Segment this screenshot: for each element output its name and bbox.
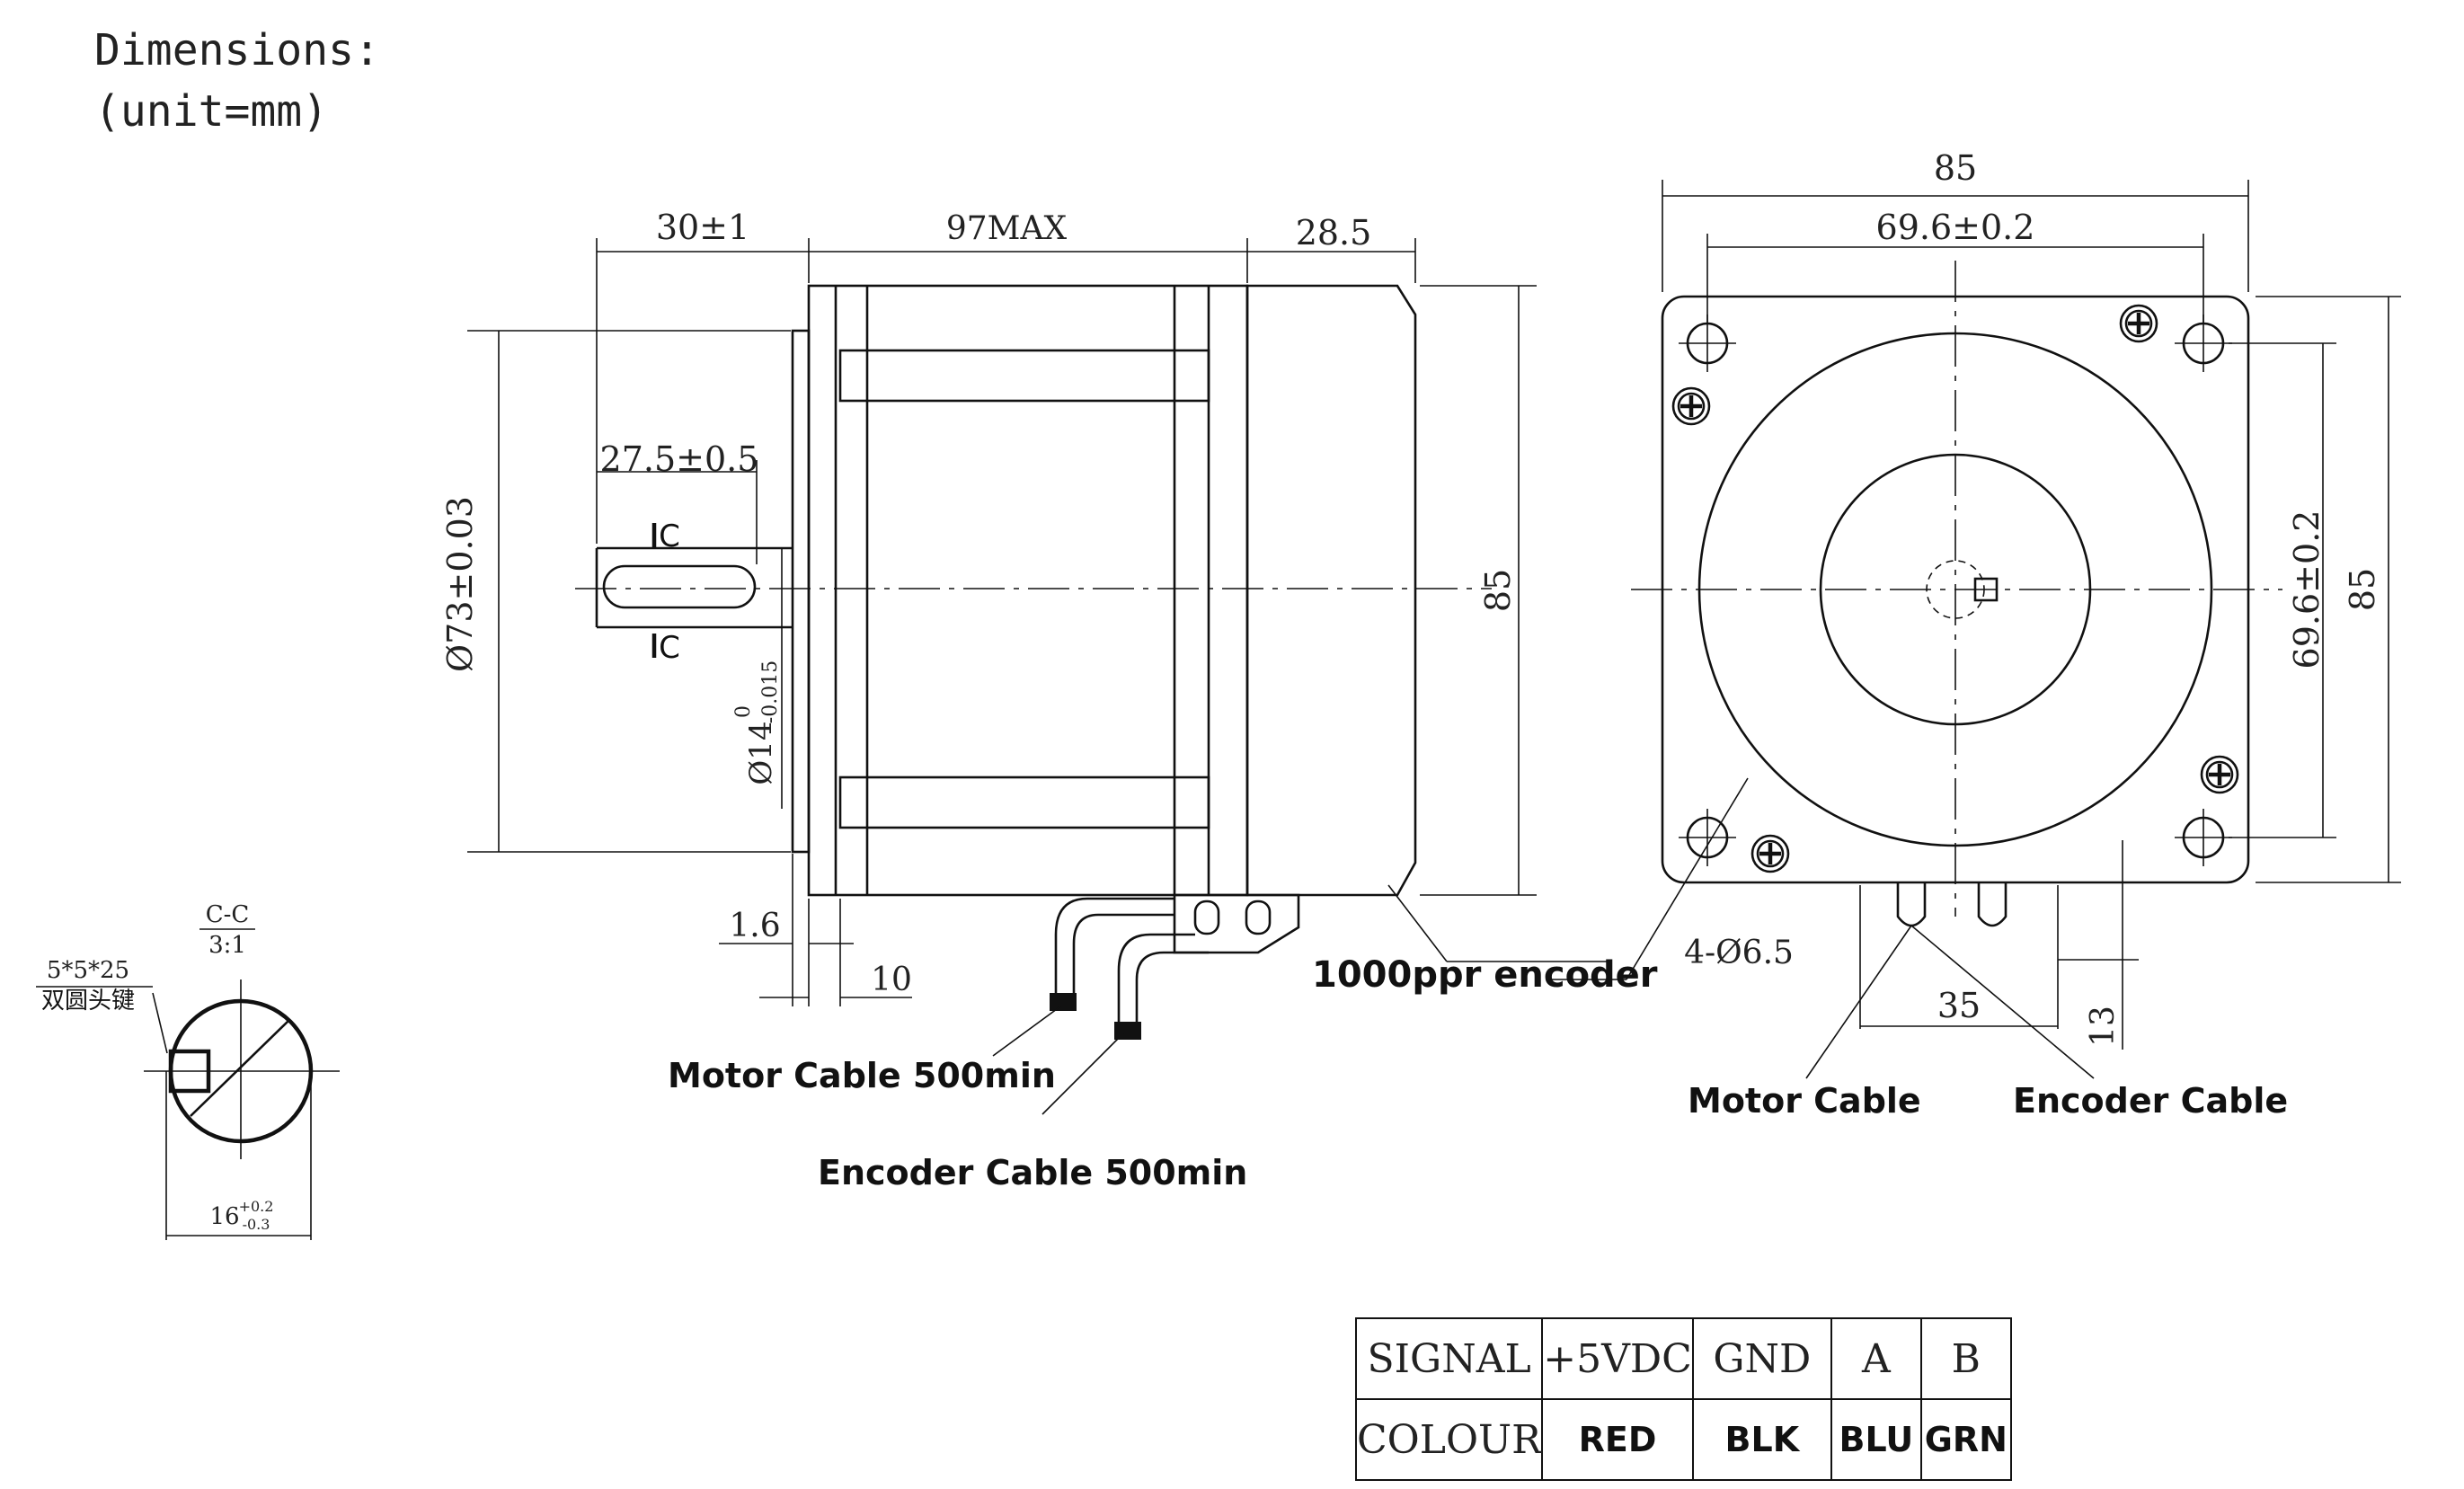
table-cell: B xyxy=(1919,1317,2012,1400)
key-description: 双圆头键 xyxy=(41,988,135,1015)
section-dim-tol-upper: +0.2 xyxy=(239,1198,274,1215)
table-cell: GRN xyxy=(1919,1398,2012,1481)
screw-icon xyxy=(1671,386,1711,426)
dim-key-length: 27.5±0.5 xyxy=(600,439,759,479)
dim-shaft-tol-lower: -0.015 xyxy=(759,660,782,723)
section-mark-bottom: C xyxy=(659,630,680,666)
dim-pilot: 10 xyxy=(871,962,912,998)
label-front-encoder-cable: Encoder Cable xyxy=(2013,1081,2288,1121)
dim-front-width: 85 xyxy=(1934,148,1977,188)
table-cell: BLU xyxy=(1830,1398,1922,1481)
section-dim-base: 16 xyxy=(209,1203,239,1230)
table-cell: BLK xyxy=(1691,1398,1832,1481)
table-cell: SIGNAL xyxy=(1354,1317,1544,1400)
screw-icon xyxy=(1751,834,1790,873)
dim-cable-offset: 13 xyxy=(2085,1006,2122,1047)
label-motor-cable-500: Motor Cable 500min xyxy=(668,1056,1056,1095)
dim-side-height: 85 xyxy=(1478,569,1518,612)
table-cell: GND xyxy=(1691,1317,1832,1400)
encoder-cable-drawing xyxy=(1117,933,1209,1024)
dim-flange-diameter: Ø73±0.03 xyxy=(440,496,480,672)
section-view: C-C 3:1 16 +0.2 -0.3 5*5*25 双圆头键 xyxy=(36,901,340,1240)
section-dim-tol-lower: -0.3 xyxy=(243,1216,270,1233)
header-title: Dimensions: xyxy=(94,25,380,75)
dim-flange-thickness: 1.6 xyxy=(729,908,780,944)
key-spec: 5*5*25 xyxy=(47,957,129,984)
encoder-housing xyxy=(1245,284,1417,897)
table-row: SIGNAL +5VDC GND A B xyxy=(1354,1317,2012,1400)
table-cell: COLOUR xyxy=(1354,1398,1544,1481)
screw-icon xyxy=(2200,755,2239,794)
section-title: C-C xyxy=(206,901,250,928)
dim-shaft-diameter: Ø14 xyxy=(743,721,779,784)
dim-front-height: 85 xyxy=(2343,568,2382,611)
dim-shaft-length: 30±1 xyxy=(656,208,749,247)
dim-cable-spacing: 35 xyxy=(1937,986,1981,1025)
signal-colour-table: SIGNAL +5VDC GND A B COLOUR RED BLK BLU … xyxy=(1354,1317,2012,1481)
label-encoder: 1000ppr encoder xyxy=(1312,954,1658,996)
motor-cable-drawing xyxy=(1054,897,1174,996)
flange-plate xyxy=(791,329,811,854)
shaft-key xyxy=(602,564,757,609)
motor-cable-socket xyxy=(1896,882,1927,927)
table-cell: A xyxy=(1830,1317,1922,1400)
header-unit: (unit=mm) xyxy=(94,86,328,137)
label-front-motor-cable: Motor Cable xyxy=(1688,1081,1921,1121)
screw-icon xyxy=(2119,304,2158,343)
dim-shaft-tol-upper: 0 xyxy=(732,705,755,718)
encoder-cable-socket xyxy=(1977,882,2008,927)
label-encoder-cable-500: Encoder Cable 500min xyxy=(818,1153,1247,1192)
section-mark-top: C xyxy=(659,518,680,554)
table-cell: RED xyxy=(1541,1398,1694,1481)
motor-body xyxy=(807,284,1249,897)
section-scale: 3:1 xyxy=(208,932,246,959)
table-row: COLOUR RED BLK BLU GRN xyxy=(1354,1398,2012,1481)
side-view: 30±1 97MAX 28.5 27.5±0.5 C C Ø73±0.03 Ø1… xyxy=(440,208,1609,1115)
dim-body-length: 97MAX xyxy=(946,210,1068,247)
dim-holes: 4-Ø6.5 xyxy=(1684,935,1794,971)
dim-bolt-spacing-h: 69.6±0.2 xyxy=(1876,208,2035,247)
cable-gland xyxy=(1173,893,1300,954)
front-view: 85 69.6±0.2 69.6±0.2 85 4-Ø6.5 35 13 xyxy=(1546,148,2401,1079)
motor-shaft xyxy=(595,546,793,629)
dim-bolt-spacing-v: 69.6±0.2 xyxy=(2287,510,2327,669)
dim-encoder-length: 28.5 xyxy=(1296,213,1372,253)
table-cell: +5VDC xyxy=(1541,1317,1694,1400)
